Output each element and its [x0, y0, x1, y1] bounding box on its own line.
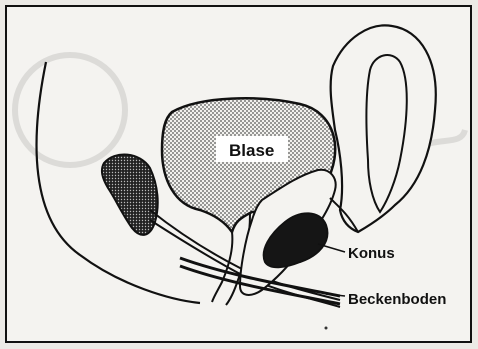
konus-label: Konus [348, 245, 395, 262]
beckenboden-label: Beckenboden [348, 291, 446, 308]
blase-label: Blase [229, 141, 274, 160]
speck-dot [325, 327, 328, 330]
